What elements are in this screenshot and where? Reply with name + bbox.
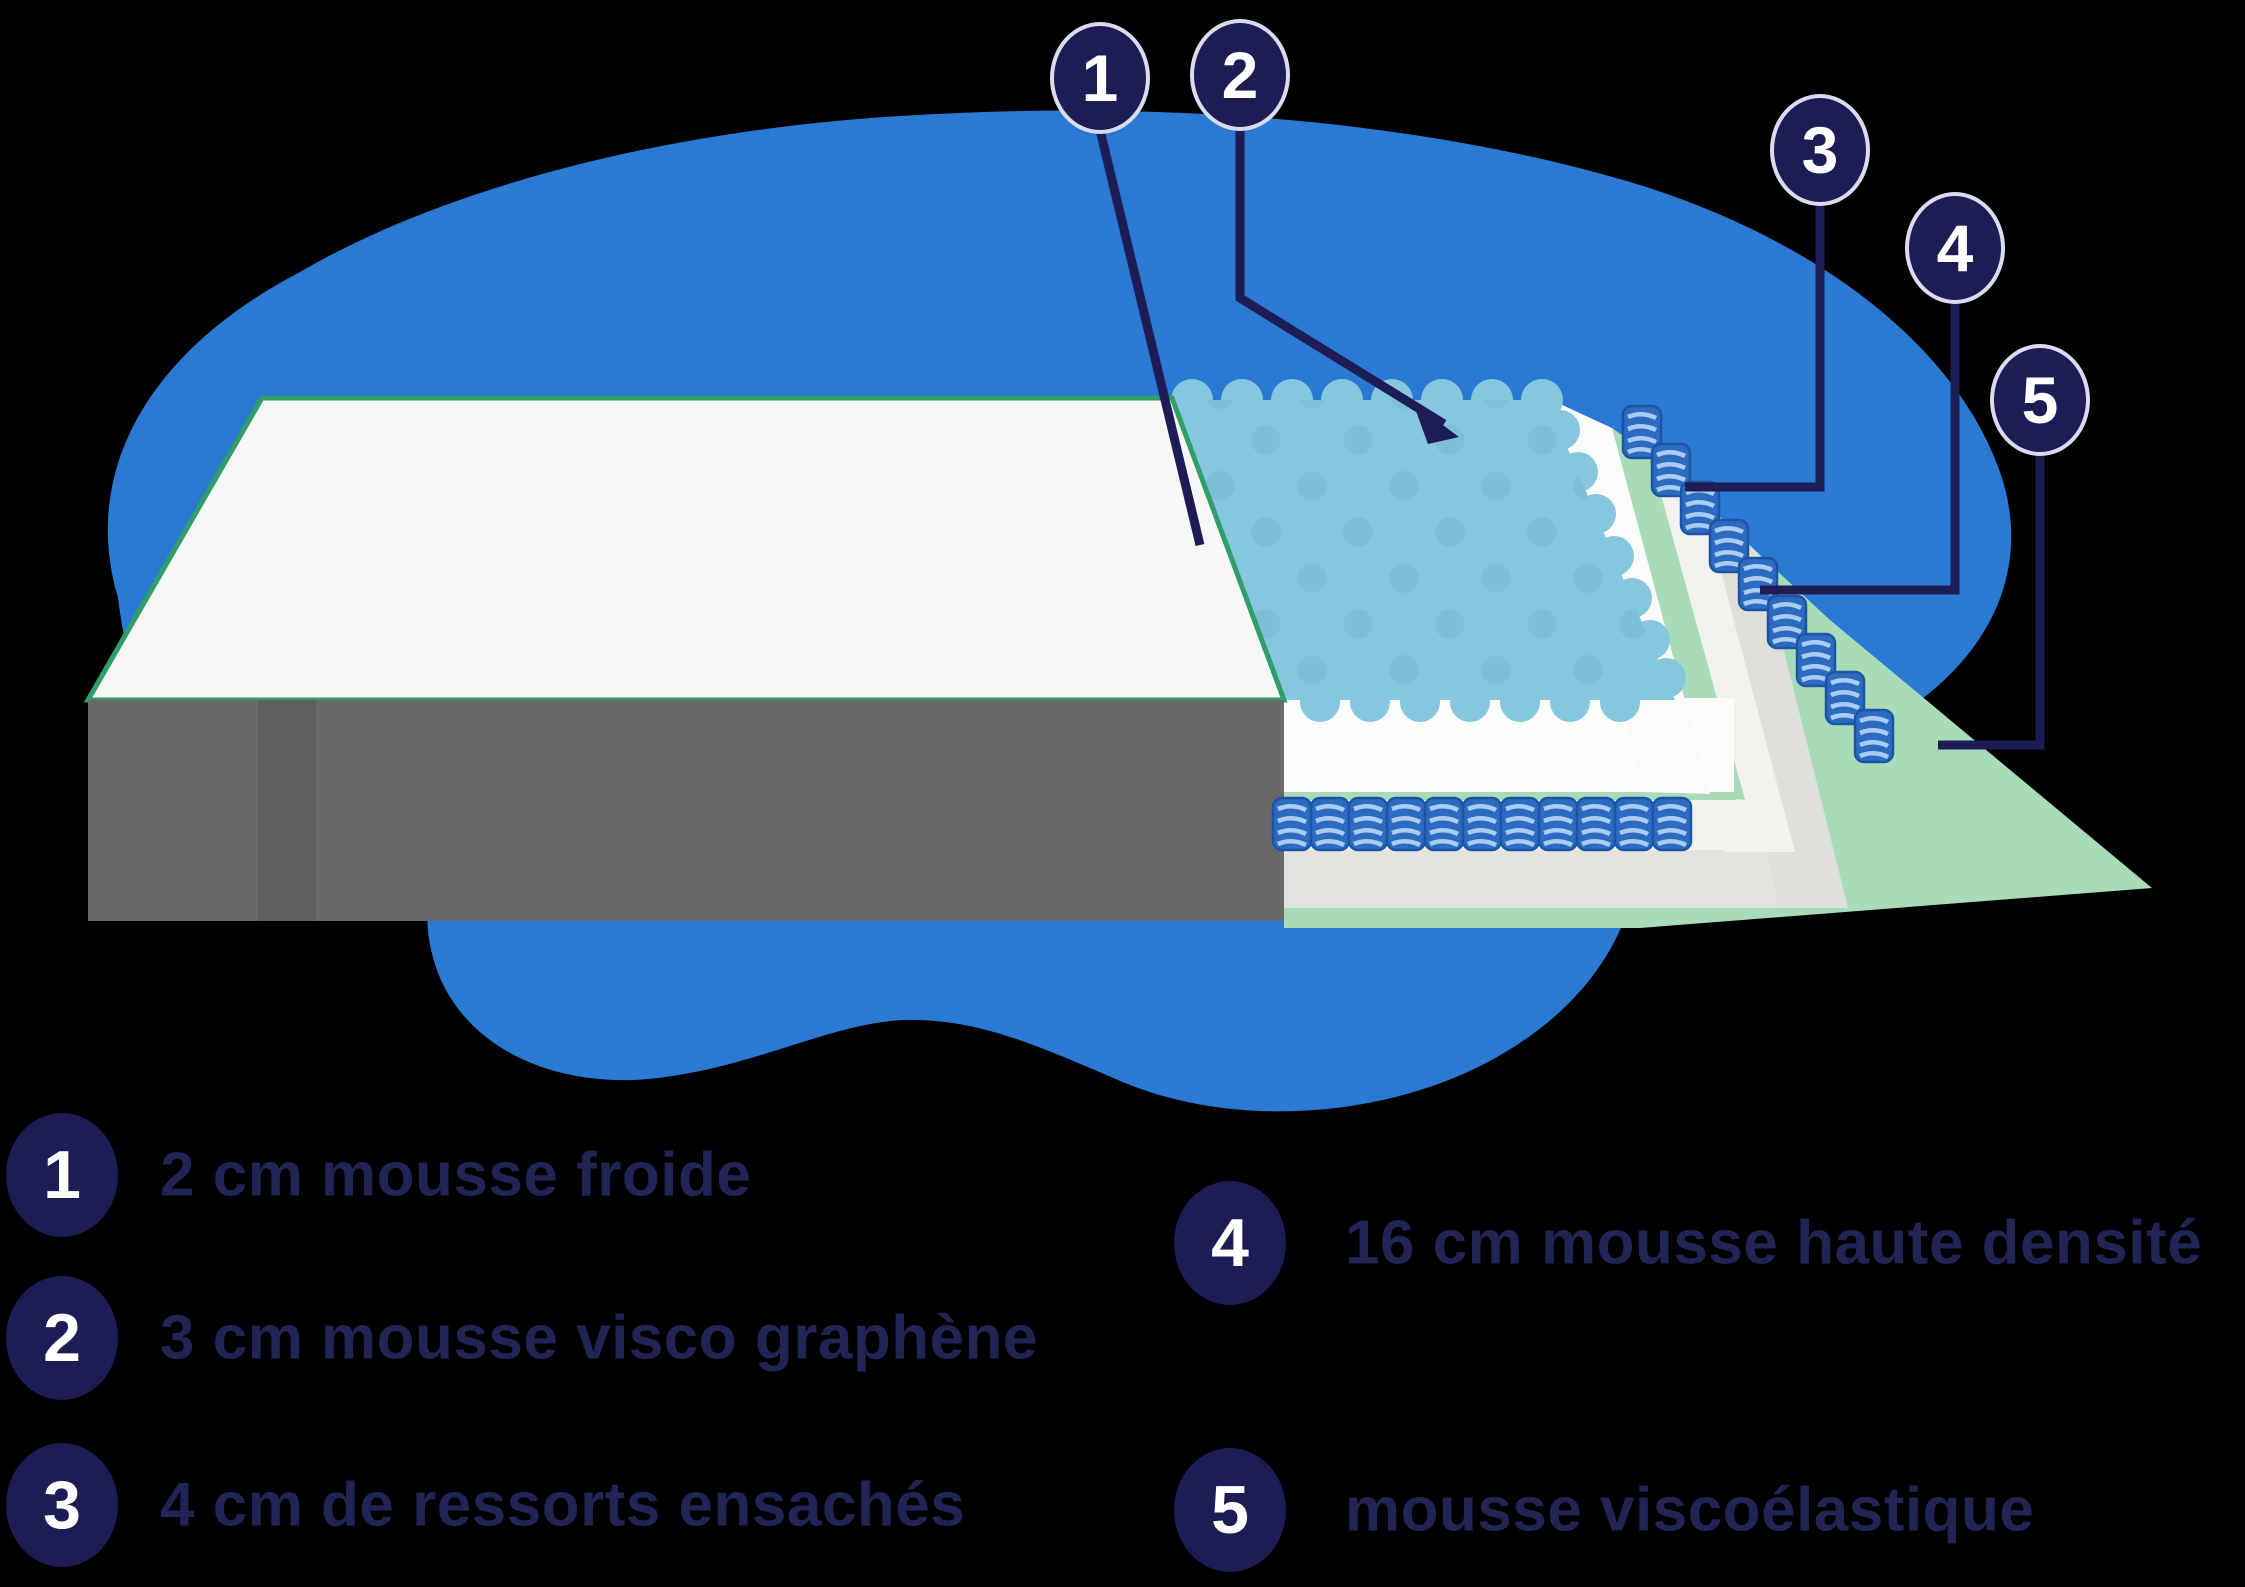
callout-bubble-2: 2: [1190, 19, 1290, 131]
callout-number: 3: [1801, 113, 1839, 187]
legend-badge-2: 2: [6, 1276, 118, 1400]
leader-line-4: [1760, 300, 1960, 595]
callout-number: 2: [1221, 38, 1259, 112]
legend-badge-3: 3: [6, 1443, 118, 1567]
legend-badge-1: 1: [6, 1113, 118, 1237]
callout-bubble-1: 1: [1050, 22, 1150, 134]
legend-label-4: 16 cm mousse haute densité: [1345, 1208, 2203, 1278]
leader-arrow-2: [1413, 403, 1459, 444]
legend-badge-number: 5: [1211, 1472, 1249, 1548]
legend-badge-number: 3: [43, 1467, 81, 1543]
legend-label-2: 3 cm mousse visco graphène: [160, 1303, 1038, 1373]
callout-bubble-3: 3: [1770, 94, 1870, 206]
legend-label-3: 4 cm de ressorts ensachés: [160, 1470, 966, 1540]
layer-mousse-froide: [1171, 379, 1686, 722]
legend-label-1: 2 cm mousse froide: [160, 1140, 752, 1210]
legend-badge-number: 1: [43, 1137, 81, 1213]
callout-bubble-5: 5: [1990, 344, 2090, 456]
callout-number: 4: [1936, 211, 1974, 285]
layer-mousse-viscoelastique: [1284, 555, 2152, 928]
leader-line-5: [1938, 452, 2045, 750]
legend-badge-number: 4: [1211, 1205, 1249, 1281]
callout-bubble-4: 4: [1905, 192, 2005, 304]
callout-number: 5: [2021, 363, 2059, 437]
legend-badge-4: 4: [1174, 1181, 1286, 1305]
mattress-front-face: [88, 700, 1284, 921]
legend-label-5: mousse viscoélastique: [1345, 1475, 2035, 1545]
legend-badge-number: 2: [43, 1300, 81, 1376]
legend-badge-5: 5: [1174, 1448, 1286, 1572]
mattress-top-cover: [83, 395, 1288, 703]
leader-line-1: [1095, 128, 1205, 547]
callout-number: 1: [1081, 41, 1119, 115]
leader-line-2: [1235, 128, 1447, 428]
leader-line-3: [1685, 202, 1825, 492]
